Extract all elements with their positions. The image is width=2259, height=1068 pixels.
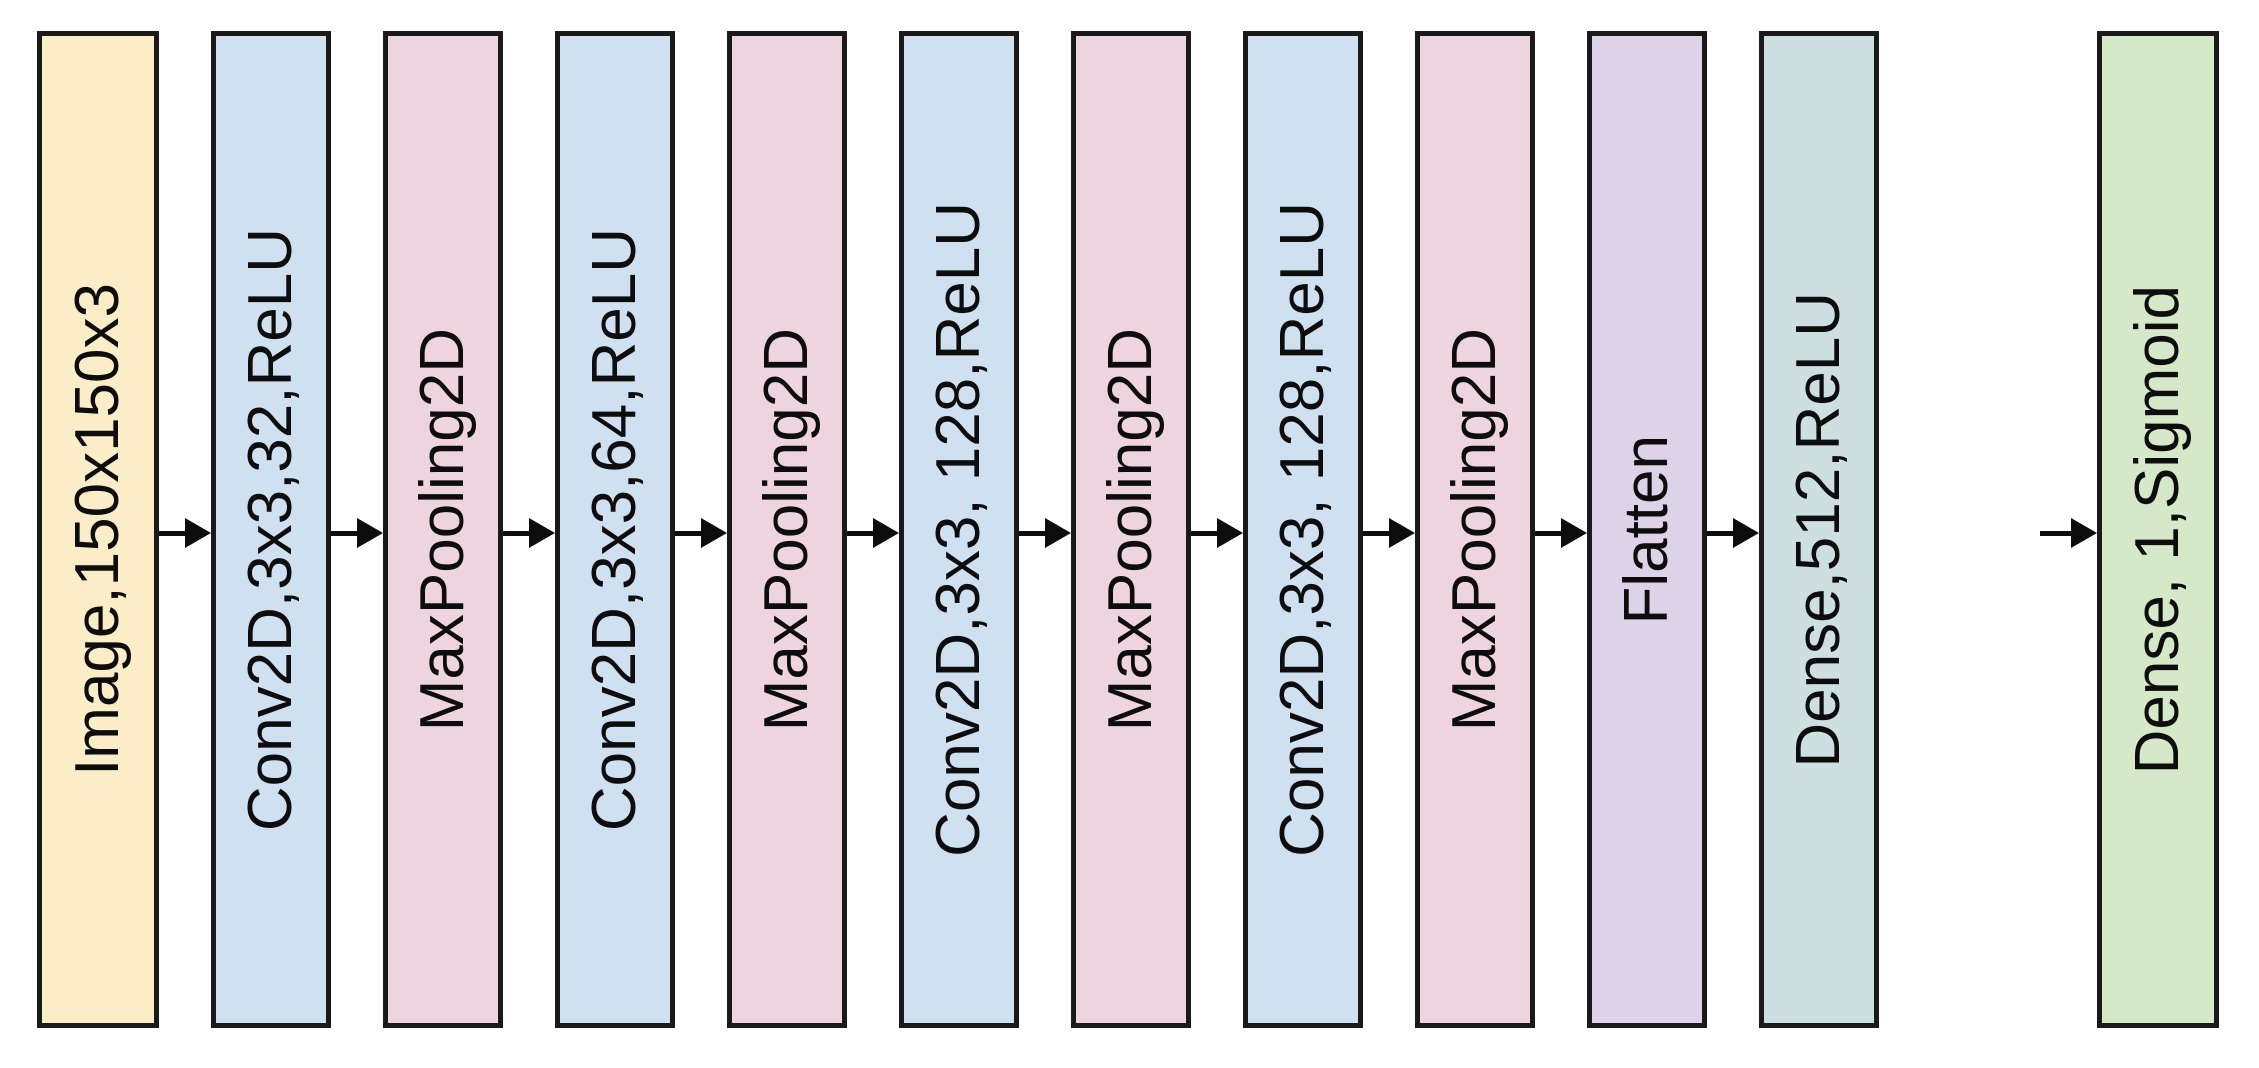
layer-box-pool-4[interactable]: MaxPooling2D xyxy=(727,31,847,1028)
flow-arrow-icon-1 xyxy=(331,518,383,548)
layer-label: Conv2D,3x3, 128,ReLU xyxy=(1268,202,1337,857)
arrow-head-icon xyxy=(185,518,211,548)
arrow-head-icon xyxy=(1561,518,1587,548)
flow-arrow-icon-10 xyxy=(2040,518,2097,548)
layer-box-conv-1[interactable]: Conv2D,3x3,32,ReLU xyxy=(211,31,331,1028)
layer-label: Conv2D,3x3, 128,ReLU xyxy=(924,202,993,857)
flow-arrow-icon-3 xyxy=(675,518,727,548)
layer-label: MaxPooling2D xyxy=(1096,327,1165,732)
layer-box-pool-8[interactable]: MaxPooling2D xyxy=(1415,31,1535,1028)
arrow-shaft xyxy=(1363,530,1390,536)
flow-arrow-icon-2 xyxy=(503,518,555,548)
layer-label: Conv2D,3x3,64,ReLU xyxy=(580,227,649,832)
arrow-shaft xyxy=(2040,530,2072,536)
layer-label: Conv2D,3x3,32,ReLU xyxy=(236,227,305,832)
arrow-head-icon xyxy=(701,518,727,548)
layer-label: Image,150x150x3 xyxy=(63,283,132,776)
layer-label: Dense,512,ReLU xyxy=(1784,291,1853,768)
arrow-shaft xyxy=(1019,530,1046,536)
arrow-head-icon xyxy=(873,518,899,548)
layer-box-input-0[interactable]: Image,150x150x3 xyxy=(37,31,159,1028)
arrow-shaft xyxy=(675,530,702,536)
layer-label: Dense, 1,Sigmoid xyxy=(2123,284,2192,775)
arrow-shaft xyxy=(1707,530,1734,536)
arrow-head-icon xyxy=(529,518,555,548)
arrow-head-icon xyxy=(1045,518,1071,548)
layer-box-conv-7[interactable]: Conv2D,3x3, 128,ReLU xyxy=(1243,31,1363,1028)
layer-box-output-11[interactable]: Dense, 1,Sigmoid xyxy=(2097,31,2219,1028)
layer-label: MaxPooling2D xyxy=(1440,327,1509,732)
arrow-shaft xyxy=(847,530,874,536)
arrow-shaft xyxy=(159,530,186,536)
layer-box-flatten-9[interactable]: Flatten xyxy=(1587,31,1707,1028)
flow-arrow-icon-4 xyxy=(847,518,899,548)
arrow-shaft xyxy=(331,530,358,536)
arrow-shaft xyxy=(503,530,530,536)
arrow-shaft xyxy=(1535,530,1562,536)
layer-box-pool-2[interactable]: MaxPooling2D xyxy=(383,31,503,1028)
arrow-head-icon xyxy=(2071,518,2097,548)
arrow-head-icon xyxy=(1733,518,1759,548)
arrow-shaft xyxy=(1191,530,1218,536)
layer-box-conv-3[interactable]: Conv2D,3x3,64,ReLU xyxy=(555,31,675,1028)
flow-arrow-icon-7 xyxy=(1363,518,1415,548)
arrow-head-icon xyxy=(1389,518,1415,548)
arrow-head-icon xyxy=(1217,518,1243,548)
layer-box-dense-10[interactable]: Dense,512,ReLU xyxy=(1759,31,1879,1028)
layer-box-conv-5[interactable]: Conv2D,3x3, 128,ReLU xyxy=(899,31,1019,1028)
layer-box-pool-6[interactable]: MaxPooling2D xyxy=(1071,31,1191,1028)
flow-arrow-icon-5 xyxy=(1019,518,1071,548)
layer-label: MaxPooling2D xyxy=(752,327,821,732)
arrow-head-icon xyxy=(357,518,383,548)
flow-arrow-icon-0 xyxy=(159,518,211,548)
layer-label: MaxPooling2D xyxy=(408,327,477,732)
flow-arrow-icon-9 xyxy=(1707,518,1759,548)
flow-arrow-icon-6 xyxy=(1191,518,1243,548)
layer-label: Flatten xyxy=(1612,434,1681,625)
flow-arrow-icon-8 xyxy=(1535,518,1587,548)
